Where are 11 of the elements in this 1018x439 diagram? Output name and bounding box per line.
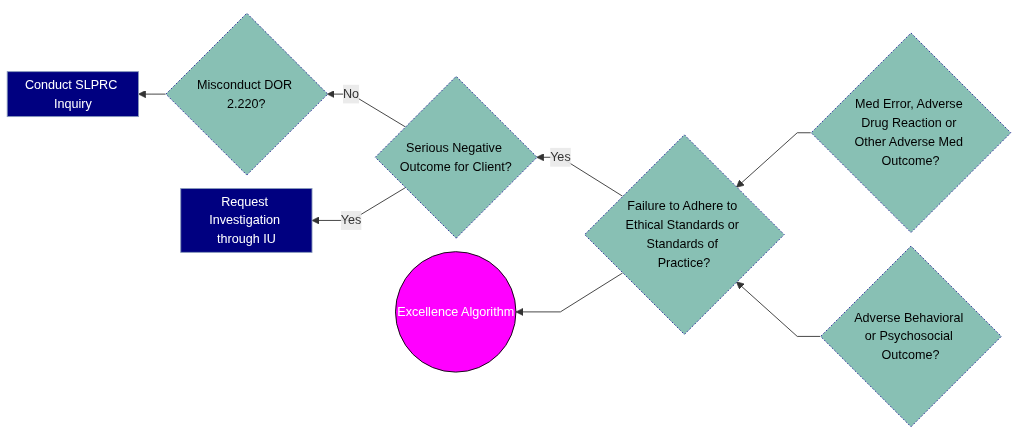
edge-label: No [343,85,360,101]
node-diamond: Misconduct DOR 2.220? [165,12,329,175]
node-circle: Excellence Algorithm [395,250,517,373]
edge-label: Yes [340,212,362,227]
edge-label: Yes [550,149,571,164]
node-diamond: Med Error, Adverse Drug Reaction or Other Adverse Med Outcome? [810,32,1012,233]
node-diamond: Adverse Behavioral or Psychosocial Outcome? [820,245,1002,427]
node-box: Conduct SLPRC Inquiry [6,70,139,117]
node-diamond: Serious Negative Outcome for Client? [374,75,538,239]
node-box: Request Investigation through IU [180,187,313,253]
node-diamond: Failure to Adhere to Ethical Standards or Standards of Practice? [584,133,785,335]
